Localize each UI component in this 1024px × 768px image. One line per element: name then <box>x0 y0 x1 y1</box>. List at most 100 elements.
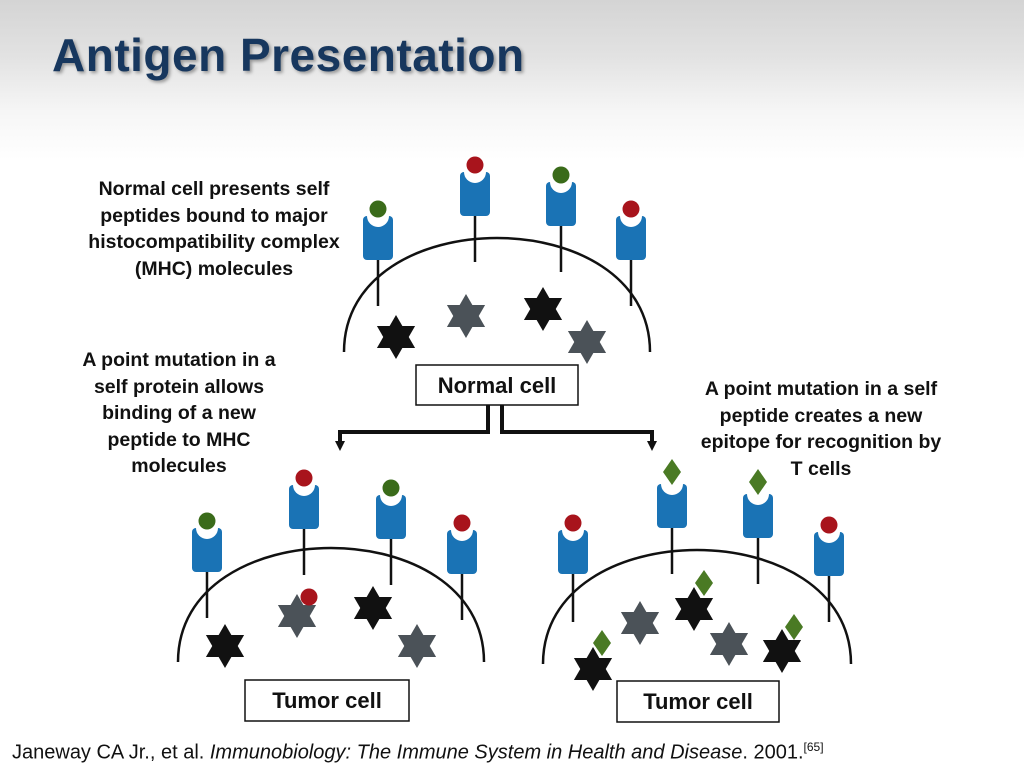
mhc-binding-groove <box>464 172 486 183</box>
presented-peptide <box>382 479 400 497</box>
mhc-molecule <box>447 514 477 620</box>
presented-peptide <box>552 166 570 184</box>
left-mutation-annotation: A point mutation in a self protein allow… <box>40 347 318 480</box>
protein-star-icon <box>674 587 714 631</box>
tumor-cell-right-label: Tumor cell <box>643 689 753 714</box>
presented-peptide <box>564 514 582 532</box>
mhc-receptor <box>289 485 319 529</box>
intracellular-proteins <box>205 287 802 691</box>
star-triangle-down <box>674 598 714 631</box>
normal-cell-label-box: Normal cell <box>415 364 579 406</box>
presented-peptide <box>369 200 387 218</box>
annotation-line: Normal cell presents self <box>98 178 330 200</box>
mhc-molecule <box>289 469 319 575</box>
annotation-line: A point mutation in a <box>82 349 276 371</box>
citation-ref: [65] <box>803 740 824 754</box>
normal-cell-label: Normal cell <box>438 373 557 398</box>
mhc-molecules <box>192 156 844 622</box>
protein-star-icon <box>446 294 486 338</box>
annotation-line: molecules <box>131 455 227 477</box>
right-mutation-annotation: A point mutation in a self peptide creat… <box>668 376 974 482</box>
mhc-binding-groove <box>620 216 642 227</box>
protein-star-icon <box>376 315 416 359</box>
protein-star-icon <box>620 601 660 645</box>
normal-cell-annotation: Normal cell presents self peptides bound… <box>40 176 388 282</box>
annotation-line: peptide to MHC <box>107 428 251 451</box>
annotation-line: T cells <box>790 457 852 480</box>
mhc-receptor <box>460 172 490 216</box>
annotation-line: self protein allows <box>93 375 265 398</box>
protein-star-icon <box>353 586 393 630</box>
normal-cell-membrane <box>342 236 652 353</box>
mhc-binding-groove <box>196 528 218 539</box>
star-triangle-down <box>446 305 486 338</box>
mhc-molecule <box>814 516 844 622</box>
mhc-receptor <box>192 528 222 572</box>
mhc-receptor <box>657 484 687 528</box>
mutant-epitope-diamond <box>593 630 611 656</box>
annotation-line: peptide creates a new <box>719 404 923 427</box>
mhc-receptor <box>447 530 477 574</box>
star-triangle-down <box>353 597 393 630</box>
star-triangle-down <box>620 612 660 645</box>
mhc-binding-groove <box>380 495 402 506</box>
star-triangle-down <box>397 635 437 668</box>
mhc-molecule <box>743 469 773 584</box>
protein-star-icon <box>573 647 613 691</box>
star-triangle-down <box>376 326 416 359</box>
annotation-line: binding of a new <box>102 402 256 424</box>
mutant-epitope-diamond <box>785 614 803 640</box>
protein-star-icon <box>762 629 802 673</box>
protein-star-icon <box>523 287 563 331</box>
protein-star-icon <box>277 594 317 638</box>
mhc-receptor <box>376 495 406 539</box>
mutant-epitope-diamond <box>749 469 767 495</box>
mhc-molecule <box>376 479 406 585</box>
annotation-line: (MHC) molecules <box>134 257 294 280</box>
annotation-line: epitope for recognition by <box>700 431 942 453</box>
mhc-binding-groove <box>550 182 572 193</box>
mhc-molecule <box>546 166 576 272</box>
protein-star-icon <box>205 624 245 668</box>
mhc-molecule <box>363 200 393 306</box>
tumor-cell-left-label: Tumor cell <box>272 688 382 713</box>
mhc-molecule <box>192 512 222 618</box>
mutant-epitope-diamond <box>663 459 681 485</box>
mhc-binding-groove <box>747 494 769 505</box>
citation-authors: Janeway CA Jr., et al. <box>12 741 210 764</box>
mhc-receptor <box>558 530 588 574</box>
star-triangle-down <box>277 605 317 638</box>
presented-peptide <box>198 512 216 530</box>
presented-peptide <box>466 156 484 174</box>
presented-peptide <box>820 516 838 534</box>
presented-peptide <box>622 200 640 218</box>
arrow-to-right-tumor <box>500 405 657 451</box>
mhc-binding-groove <box>562 530 584 541</box>
mutant-peptides <box>300 570 803 656</box>
protein-star-icon <box>397 624 437 668</box>
tumor-cell-left-membrane <box>176 546 486 663</box>
citation-work: Immunobiology: The Immune System in Heal… <box>209 741 743 764</box>
mhc-molecule <box>460 156 490 262</box>
mhc-molecule <box>616 200 646 306</box>
protein-star-icon <box>709 622 749 666</box>
mhc-receptor <box>616 216 646 260</box>
annotation-line: peptides bound to major <box>100 204 328 227</box>
star-triangle-down <box>709 633 749 666</box>
mhc-binding-groove <box>293 485 315 496</box>
star-triangle-down <box>523 298 563 331</box>
title-banner <box>0 0 1024 160</box>
presented-peptide <box>295 469 313 487</box>
annotation-line: A point mutation in a self <box>704 378 938 400</box>
mhc-molecule <box>558 514 588 622</box>
mhc-binding-groove <box>451 530 473 541</box>
mhc-molecule <box>657 459 687 574</box>
mhc-binding-groove <box>661 484 683 495</box>
protein-star-icon <box>567 320 607 364</box>
star-triangle-down <box>573 658 613 691</box>
mhc-binding-groove <box>367 216 389 227</box>
citation-year: . 2001. <box>742 741 804 764</box>
star-triangle-down <box>205 635 245 668</box>
slide-title: Antigen Presentation <box>52 29 525 81</box>
